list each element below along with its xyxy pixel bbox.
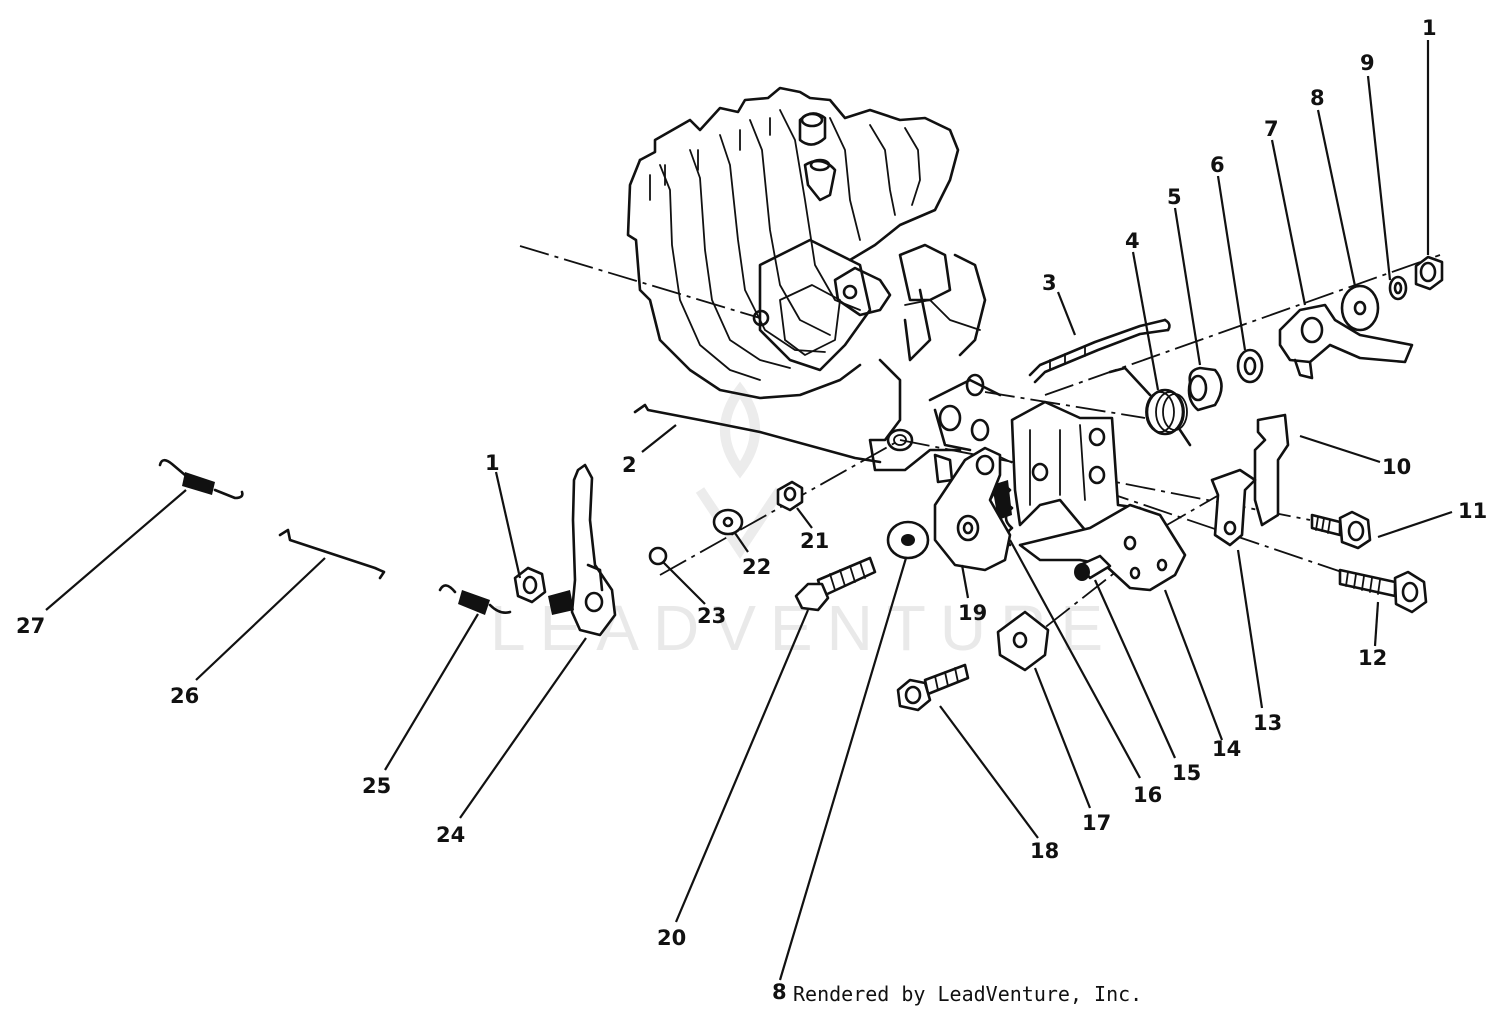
callout-label: 25: [362, 774, 391, 798]
callout-label: 18: [1030, 839, 1059, 863]
callout-numbers: 1 9 8 7 6 5 4 3 10 11 12 13 14 15 16 17 …: [16, 16, 1487, 950]
part-link-2: [633, 403, 882, 464]
callout-label: 1: [1422, 16, 1437, 40]
callout-label: 27: [16, 614, 45, 638]
callout-label: 23: [697, 604, 726, 628]
callout-label: 26: [170, 684, 199, 708]
callout-label: 3: [1042, 271, 1057, 295]
callout-label: 19: [958, 601, 987, 625]
part-bolt-11: [1310, 510, 1372, 550]
part-spring-4: [1108, 366, 1192, 447]
part-bolt-12: [1338, 568, 1428, 614]
part-nut-plate-17: [996, 610, 1050, 672]
callout-label: 13: [1253, 711, 1282, 735]
part-screw-18: [896, 663, 970, 712]
callout-label: 1: [485, 451, 500, 475]
callout-label: 14: [1212, 737, 1241, 761]
part-washer-8-right: [1340, 284, 1380, 332]
callout-label: 17: [1082, 811, 1111, 835]
part-clip-13: [1210, 468, 1257, 547]
part-lever-19: [933, 446, 1012, 572]
callout-label: 10: [1382, 455, 1411, 479]
part-lock-washer-23: [648, 546, 668, 566]
part-lever-7: [1278, 303, 1414, 380]
callout-label: 15: [1172, 761, 1201, 785]
callout-label: 20: [657, 926, 686, 950]
part-nut-1-left: [513, 566, 547, 604]
part-wire-26: [278, 528, 386, 580]
callout-label: 8: [1310, 86, 1325, 110]
callout-label: 7: [1264, 117, 1279, 141]
part-lock-washer-9: [1388, 275, 1408, 301]
credit-text: Rendered by LeadVenture, Inc.: [793, 982, 1143, 1006]
part-spring-25: [438, 584, 512, 615]
part-shaft-3: [1028, 318, 1171, 384]
part-bushing-5: [1187, 366, 1223, 412]
callout-label: 5: [1167, 185, 1182, 209]
part-washer-22: [712, 508, 744, 536]
leader-lines: [45, 40, 1453, 981]
part-pin-15: [1074, 554, 1112, 581]
footer: 8 Rendered by LeadVenture, Inc.: [0, 980, 1500, 1010]
callout-label: 24: [436, 823, 465, 847]
footer-callout-label: 8: [772, 980, 787, 1004]
callout-label: 2: [622, 453, 637, 477]
callout-label: 11: [1458, 499, 1487, 523]
part-bracket-10: [1253, 413, 1290, 527]
engine-block: [626, 86, 1002, 484]
part-spring-27: [158, 458, 244, 500]
callout-label: 4: [1125, 229, 1140, 253]
part-plate-14: [1018, 503, 1187, 592]
part-nut-21: [776, 480, 804, 512]
part-control-lever-24: [548, 463, 617, 637]
callout-label: 22: [742, 555, 771, 579]
part-washer-8-left: [886, 520, 930, 560]
callout-label: 12: [1358, 646, 1387, 670]
callout-label: 21: [800, 529, 829, 553]
callout-label: 9: [1360, 51, 1375, 75]
part-bolt-20: [794, 556, 877, 612]
watermark-logo: [695, 381, 785, 560]
callout-label: 16: [1133, 783, 1162, 807]
part-nut-1-right: [1414, 255, 1444, 291]
part-washer-6: [1236, 348, 1264, 384]
callout-label: 6: [1210, 153, 1225, 177]
